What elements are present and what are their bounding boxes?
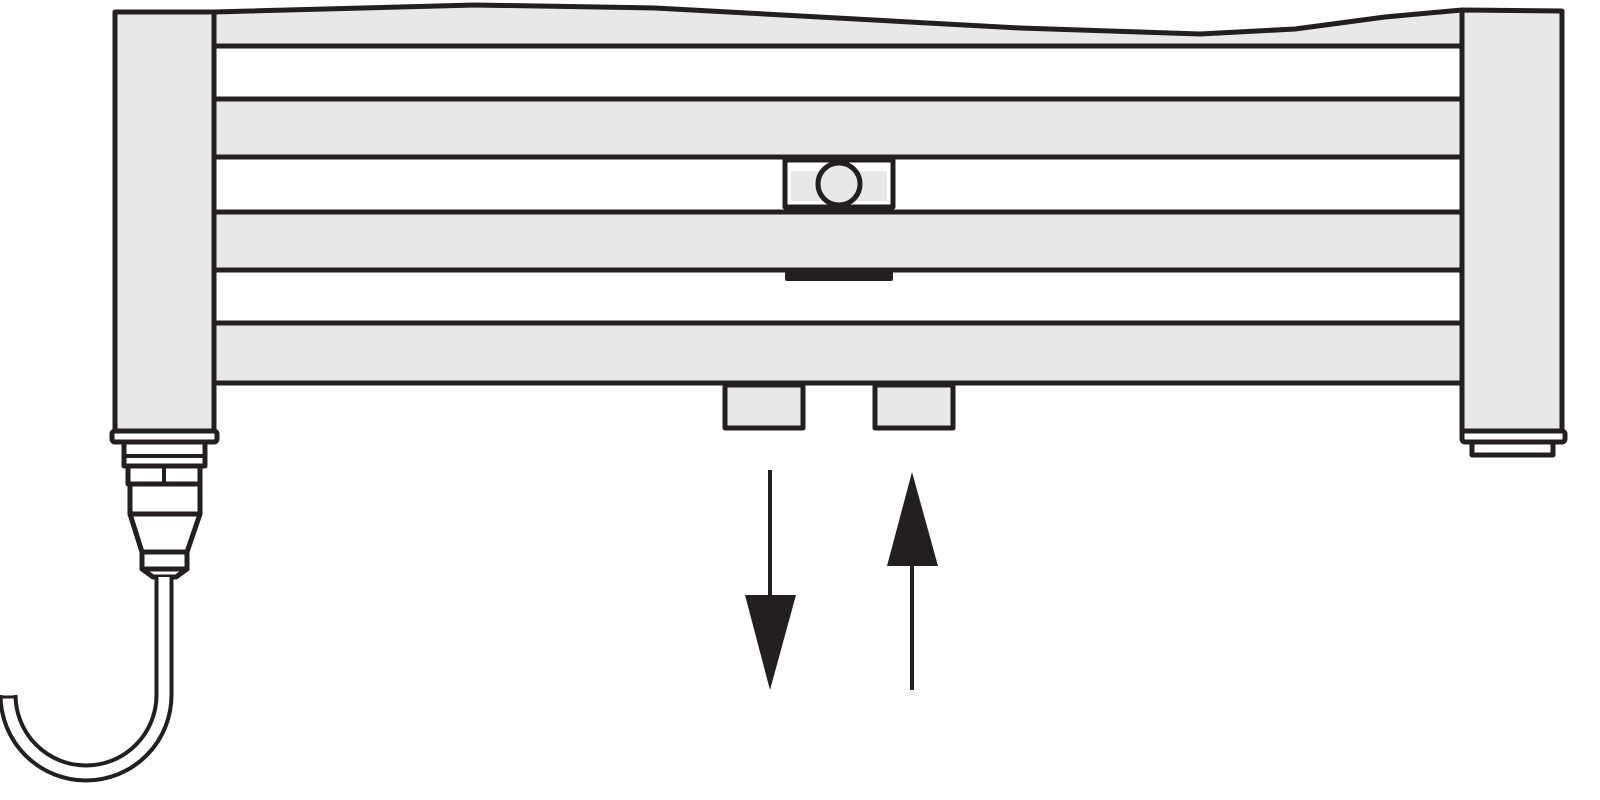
wall-bracket — [782, 157, 896, 281]
outlet-connection — [722, 382, 806, 431]
flow-out-arrow-icon — [745, 470, 796, 690]
bracket-screw-icon — [815, 160, 863, 208]
right-column — [1459, 7, 1565, 436]
inlet-connection — [872, 382, 956, 431]
bracket-lower-plate — [785, 270, 893, 281]
horizontal-bars — [211, 43, 1465, 386]
bar-4 — [211, 320, 1465, 386]
bar-2 — [211, 96, 1465, 160]
bar-gap-1 — [211, 43, 1465, 102]
left-column — [112, 9, 217, 436]
top-rail — [211, 2, 1465, 49]
bar-3 — [211, 209, 1465, 273]
right-end-cap — [1459, 428, 1568, 458]
heating-element — [109, 428, 220, 580]
flow-in-arrow-icon — [887, 472, 938, 690]
